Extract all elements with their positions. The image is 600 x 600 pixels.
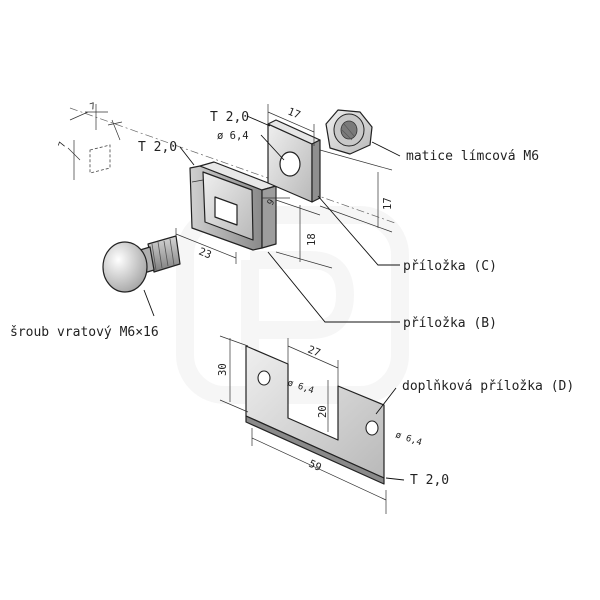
- t-bracket-label: T 2,0: [138, 140, 177, 155]
- dim-18: 18: [306, 233, 318, 246]
- carriage-bolt: [102, 235, 181, 293]
- bracket-b: [189, 161, 277, 251]
- hole-dim-b: 7: [57, 141, 68, 149]
- dim-30-line: [219, 335, 249, 413]
- dim-17-right: 17: [382, 197, 394, 210]
- prilozka-b-leader: [267, 251, 400, 323]
- bolt-leader: [143, 289, 155, 317]
- dim-17-right-line: [319, 149, 393, 233]
- collar-nut: [325, 109, 373, 155]
- dim-20: 20: [317, 405, 329, 418]
- t-washer-label: T 2,0: [210, 110, 249, 125]
- prilozka-c-label: příložka (C): [403, 259, 497, 274]
- dia-washer-label: ø 6,4: [217, 130, 249, 142]
- t-plate-leader: [385, 477, 405, 481]
- hole-dim-a: 7: [89, 102, 97, 113]
- dim-23: 23: [197, 246, 213, 262]
- dia-plate-right-label: ø 6,4: [394, 430, 423, 448]
- doplnkova-leader: [375, 387, 397, 415]
- watermark-logo: [176, 206, 409, 404]
- square-hole-detail: [67, 104, 123, 180]
- nut-label: matice límcová M6: [406, 149, 539, 164]
- bolt-label: šroub vratový M6×16: [10, 325, 159, 340]
- dim-17-top: 17: [286, 106, 302, 122]
- dim-9: 9: [266, 198, 277, 208]
- dim-27-line: [287, 338, 339, 386]
- dim-30: 30: [217, 363, 229, 376]
- prilozka-c-leader: [317, 195, 400, 266]
- t-washer-leader: [246, 115, 285, 161]
- center-line: [69, 107, 396, 224]
- dim-59-line: [251, 428, 387, 514]
- nut-leader: [371, 141, 401, 157]
- plate-d: [245, 345, 385, 485]
- prilozka-b-label: příložka (B): [403, 316, 497, 331]
- dim-59: 59: [307, 458, 323, 474]
- doplnkova-label: doplňková příložka (D): [402, 379, 574, 394]
- t-plate-label: T 2,0: [410, 473, 449, 488]
- dim-18-line: [275, 199, 333, 269]
- dim-17-top-line: [267, 104, 315, 146]
- t-bracket-leader: [179, 146, 195, 166]
- dim-27: 27: [306, 344, 322, 360]
